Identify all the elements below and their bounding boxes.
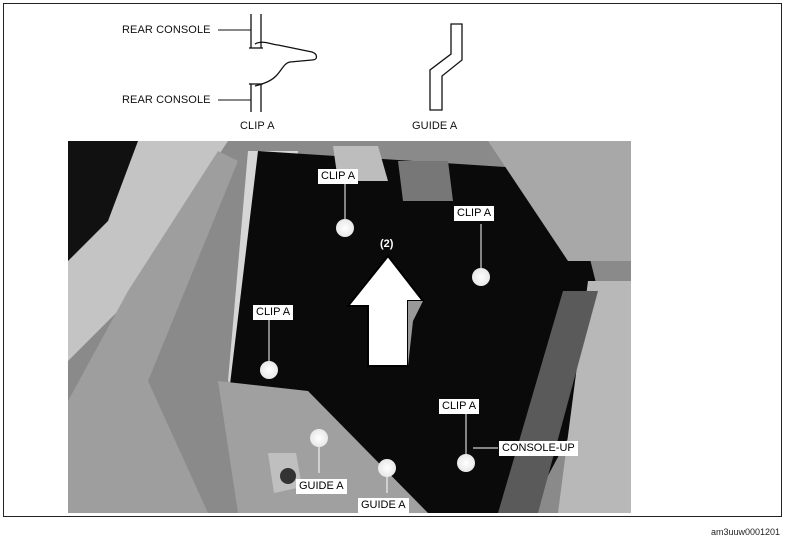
rear-console-label-upper: REAR CONSOLE (122, 24, 211, 36)
clip-dot (472, 268, 490, 286)
guide-dot (310, 429, 328, 447)
clip-a-label-left: CLIP A (253, 305, 294, 320)
clip-a-label-top-right: CLIP A (454, 206, 495, 221)
figure-frame (3, 3, 782, 517)
guide-dot (378, 459, 396, 477)
clip-a-sketch (249, 14, 318, 112)
right-edge (498, 291, 598, 513)
clip-dot (336, 219, 354, 237)
latch (398, 161, 453, 201)
guide-a-caption: GUIDE A (412, 120, 458, 132)
clip-dot (260, 361, 278, 379)
guide-a-sketch (429, 23, 463, 111)
up-arrow-shade (408, 301, 423, 366)
bottom-floor (218, 381, 428, 513)
bolt (280, 468, 296, 484)
clip-guide-sketches (218, 14, 463, 112)
clip-a-label-bottom-right: CLIP A (439, 399, 480, 414)
console-up-label: CONSOLE-UP (499, 441, 578, 456)
figure-code: am3uuw0001201 (710, 527, 780, 537)
top-right-trim (488, 141, 631, 261)
clip-dot (457, 454, 475, 472)
rear-console-label-lower: REAR CONSOLE (122, 94, 211, 106)
step-number-label: (2) (380, 238, 394, 250)
console-illustration (68, 141, 631, 513)
guide-a-label-left: GUIDE A (296, 479, 347, 494)
clip-a-caption: CLIP A (240, 120, 275, 132)
guide-a-label-right: GUIDE A (358, 498, 409, 513)
left-wall (68, 151, 238, 513)
clip-a-label-top: CLIP A (318, 169, 359, 184)
left-shadow (68, 141, 138, 261)
console-photo: CLIP A CLIP A CLIP A CLIP A (2) CONSOLE-… (68, 141, 631, 513)
